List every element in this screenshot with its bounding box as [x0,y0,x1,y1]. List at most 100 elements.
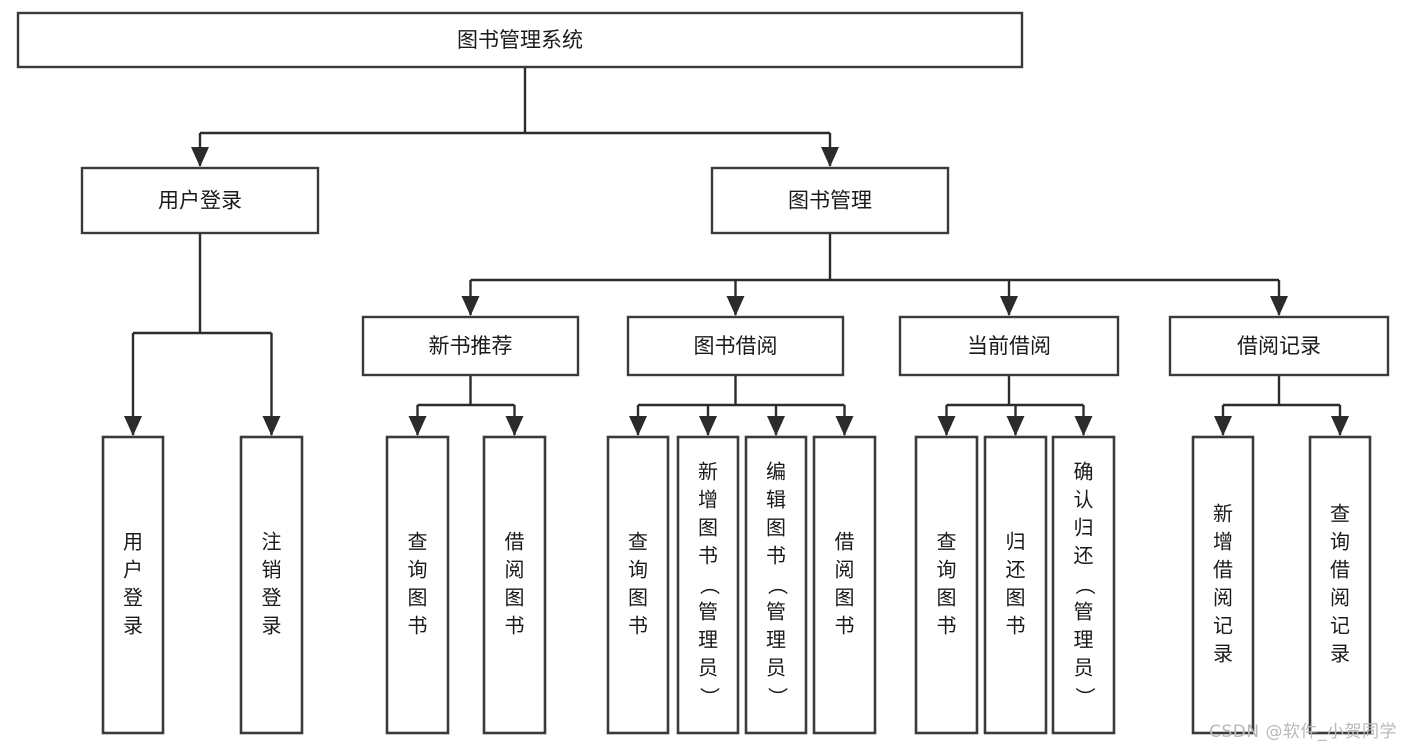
node-label-book-borrow: 图书借阅 [694,334,778,358]
svg-text:书: 书 [835,614,855,638]
node-borrow-record[interactable]: 借阅记录 [1168,315,1390,377]
arrow-to-cur-query-book [937,416,956,436]
node-box-user-login-do[interactable] [101,435,165,735]
node-box-new-book-rec[interactable] [361,315,580,377]
svg-text:书: 书 [698,544,718,568]
node-root[interactable]: 图书管理系统 [16,11,1024,69]
svg-text:书: 书 [937,614,957,638]
node-box-book-borrow[interactable] [626,315,845,377]
svg-text:归: 归 [1006,530,1026,554]
svg-text:登: 登 [123,586,143,610]
svg-text:询: 询 [937,558,957,582]
svg-text:记: 记 [1330,614,1350,638]
arrow-to-book-manage [821,147,839,167]
node-user-login[interactable]: 用户登录 [80,166,320,235]
node-box-borrow-add-book[interactable] [676,435,740,735]
arrow-to-rec-add-record [1214,416,1232,436]
node-box-root[interactable] [16,11,1024,69]
svg-text:借: 借 [1330,558,1350,582]
svg-text:阅: 阅 [1213,586,1233,610]
node-box-cur-confirm-return[interactable] [1051,435,1116,735]
node-new-book-rec[interactable]: 新书推荐 [361,315,580,377]
node-box-borrow-lend-book[interactable] [812,435,877,735]
svg-text:阅: 阅 [835,558,855,582]
node-box-user-logout[interactable] [239,435,304,735]
svg-text:增: 增 [698,488,718,512]
svg-text:用: 用 [123,530,143,554]
svg-text:）: ） [766,687,790,707]
arrow-to-borrow-lend-book [835,416,854,436]
node-label-current-borrow: 当前借阅 [967,334,1051,358]
svg-text:图: 图 [408,586,428,610]
svg-text:销: 销 [262,558,282,582]
svg-text:新: 新 [1213,502,1233,526]
svg-text:查: 查 [1330,502,1350,526]
node-box-borrow-query-book[interactable] [606,435,670,735]
arrow-to-user-login [191,147,209,167]
arrow-to-rec-query-book [408,416,427,436]
arrow-to-borrow-query-book [629,416,647,436]
node-box-current-borrow[interactable] [898,315,1120,377]
svg-text:管: 管 [766,600,786,624]
node-book-manage[interactable]: 图书管理 [710,166,950,235]
svg-text:（: （ [1073,575,1097,595]
node-user-login-do[interactable]: 用户登录 [101,435,165,735]
node-label-new-book-rec: 新书推荐 [429,334,513,358]
svg-text:管: 管 [698,600,718,624]
svg-text:归: 归 [1074,516,1094,540]
svg-text:询: 询 [408,558,428,582]
svg-text:书: 书 [408,614,428,638]
node-label-book-manage: 图书管理 [788,189,872,213]
node-box-rec-query-record[interactable] [1308,435,1372,735]
svg-text:书: 书 [505,614,525,638]
node-box-rec-query-book[interactable] [385,435,450,735]
node-box-cur-query-book[interactable] [914,435,979,735]
node-book-borrow[interactable]: 图书借阅 [626,315,845,377]
svg-text:管: 管 [1074,600,1094,624]
node-box-book-manage[interactable] [710,166,950,235]
arrow-to-borrow-record [1270,296,1288,316]
svg-text:询: 询 [628,558,648,582]
svg-text:录: 录 [262,614,282,638]
arrow-to-borrow-edit-book [767,416,785,436]
svg-text:员: 员 [1074,656,1094,680]
node-current-borrow[interactable]: 当前借阅 [898,315,1120,377]
node-box-borrow-edit-book[interactable] [744,435,808,735]
csdn-watermark: CSDN @软件_小贺同学 [1209,722,1397,742]
node-box-cur-return-book[interactable] [983,435,1048,735]
node-box-user-login[interactable] [80,166,320,235]
arrow-to-current-borrow [1000,296,1018,316]
node-box-borrow-record[interactable] [1168,315,1390,377]
node-label-user-login: 用户登录 [158,189,242,213]
svg-text:录: 录 [1213,642,1233,666]
svg-text:录: 录 [1330,642,1350,666]
node-label-user-login-do: 用户登录 [123,530,143,638]
node-box-rec-add-record[interactable] [1191,435,1255,735]
svg-text:图: 图 [937,586,957,610]
svg-text:员: 员 [766,656,786,680]
node-box-rec-borrow-book[interactable] [482,435,547,735]
svg-text:阅: 阅 [505,558,525,582]
arrow-to-cur-confirm-return [1074,416,1093,436]
